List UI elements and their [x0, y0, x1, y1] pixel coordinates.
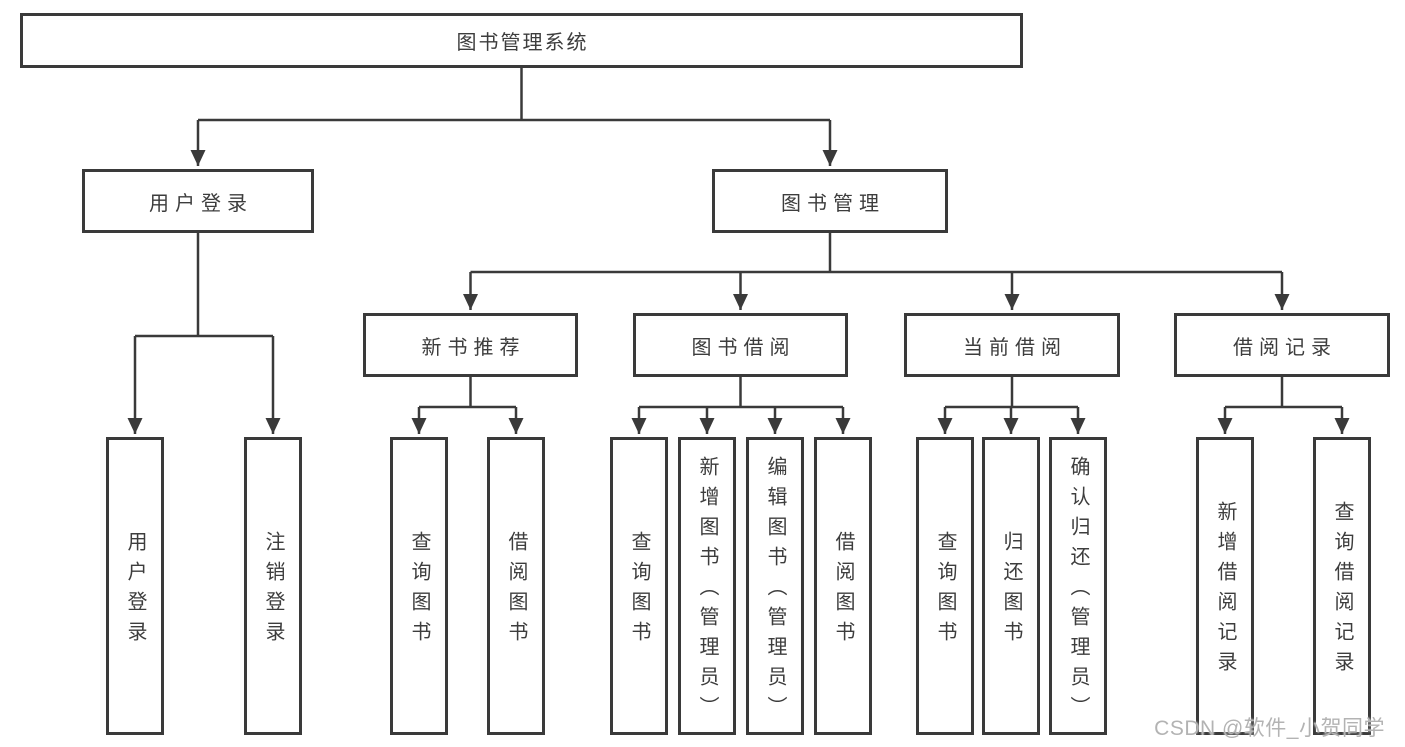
node-book-borrow: 图书借阅 — [633, 313, 848, 377]
leaf-add-borrow-record: 新增借阅记录 — [1196, 437, 1254, 735]
node-new-book-recommend: 新书推荐 — [363, 313, 578, 377]
node-label: 当前借阅 — [963, 336, 1067, 359]
csdn-watermark: CSDN @软件_小贺同学 — [1154, 717, 1385, 740]
node-label: 归还图书 — [1000, 531, 1022, 651]
node-label: 借阅记录 — [1233, 336, 1337, 359]
node-label: 查询图书 — [628, 531, 650, 651]
node-label: 查询借阅记录 — [1331, 501, 1353, 681]
node-label: 图书借阅 — [691, 336, 796, 359]
leaf-logout: 注销登录 — [244, 437, 302, 735]
node-label: 图书管理 — [781, 192, 885, 215]
node-label: 注销登录 — [262, 531, 284, 651]
node-label: 查询图书 — [408, 531, 430, 651]
node-book-management: 图书管理 — [712, 169, 948, 233]
node-label: 图书管理系统 — [456, 32, 589, 54]
leaf-return-book: 归还图书 — [982, 437, 1040, 735]
leaf-query-books-borrow: 查询图书 — [610, 437, 668, 735]
leaf-query-borrow-record: 查询借阅记录 — [1313, 437, 1371, 735]
leaf-confirm-return-admin: 确认归还（管理员） — [1049, 437, 1107, 735]
leaf-add-book-admin: 新增图书（管理员） — [678, 437, 736, 735]
node-current-borrow: 当前借阅 — [904, 313, 1120, 377]
node-label: 新增借阅记录 — [1214, 501, 1236, 681]
node-user-login: 用户登录 — [82, 169, 314, 233]
leaf-borrow-books-recommend: 借阅图书 — [487, 437, 545, 735]
node-label: 借阅图书 — [505, 531, 527, 651]
node-label: 用户登录 — [149, 192, 253, 215]
node-label: 新增图书（管理员） — [696, 456, 718, 726]
leaf-query-books-current: 查询图书 — [916, 437, 974, 735]
leaf-borrow-books-borrow: 借阅图书 — [814, 437, 872, 735]
node-borrow-records: 借阅记录 — [1174, 313, 1390, 377]
leaf-edit-book-admin: 编辑图书（管理员） — [746, 437, 804, 735]
node-label: 确认归还（管理员） — [1067, 456, 1089, 726]
node-label: 新书推荐 — [421, 336, 526, 359]
leaf-query-books-recommend: 查询图书 — [390, 437, 448, 735]
node-label: 借阅图书 — [832, 531, 854, 651]
leaf-user-login: 用户登录 — [106, 437, 164, 735]
node-label: 查询图书 — [934, 531, 956, 651]
node-label: 编辑图书（管理员） — [764, 456, 786, 726]
node-root-system: 图书管理系统 — [20, 13, 1023, 68]
node-label: 用户登录 — [124, 531, 146, 651]
